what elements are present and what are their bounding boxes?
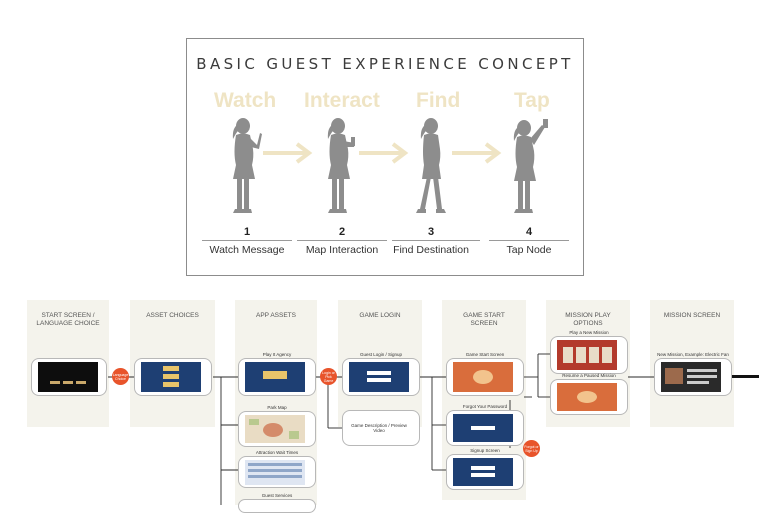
step-label-3: Find Destination (393, 244, 469, 256)
step-number-1: 1 (243, 226, 251, 238)
column-title-mission-screen: MISSION SCREEN (663, 312, 721, 319)
agency-thumbnail (245, 362, 305, 392)
mission-screen-thumbnail (661, 362, 721, 392)
caption-signup: Signup Screen (470, 448, 500, 453)
step-label-1: Watch Message (209, 244, 285, 256)
caption-forgot-password: Forgot Your Password (462, 404, 508, 409)
step-divider (489, 240, 569, 241)
caption-guest-login: Guest Login / Signup (359, 352, 403, 357)
badge-language-choice: Language Choice (112, 368, 129, 385)
phase-watch: Watch (214, 89, 277, 112)
guest-login-thumbnail (349, 362, 409, 392)
caption-game-description: Game Description / Preview Video (351, 423, 407, 433)
arrow-icon (359, 142, 409, 164)
girl-interacting-figure (327, 118, 355, 213)
game-description-phone: Game Description / Preview Video (342, 410, 420, 446)
step-divider (297, 240, 387, 241)
column-title-login: GAME LOGIN (359, 312, 401, 319)
arrow-icon (452, 142, 502, 164)
wait-times-phone (238, 456, 316, 488)
caption-agency: Play It Agency (262, 352, 292, 357)
asset-choices-phone (134, 358, 212, 396)
step-number-3: 3 (427, 226, 435, 238)
signup-phone (446, 454, 524, 490)
signup-thumbnail (453, 458, 513, 486)
phase-interact: Interact (304, 89, 380, 112)
step-number-2: 2 (338, 226, 346, 238)
wait-times-thumbnail (245, 460, 305, 485)
mission-screen-phone (654, 358, 732, 396)
park-map-phone (238, 411, 316, 447)
caption-game-start: Game Start Screen (465, 352, 505, 357)
park-map-thumbnail (245, 415, 305, 443)
caption-new-mission: New Mission, Example: Electric Fan (657, 352, 729, 357)
caption-resume: Resume a Paused Mission (562, 373, 616, 378)
game-start-phone (446, 358, 524, 396)
guest-services-phone (238, 499, 316, 513)
column-title-app-assets: APP ASSETS (256, 312, 296, 319)
forgot-password-thumbnail (453, 414, 513, 442)
step-divider (392, 240, 480, 241)
step-divider (202, 240, 292, 241)
caption-play-new: Play a New Mission (569, 330, 609, 335)
step-label-2: Map Interaction (305, 244, 379, 256)
play-new-thumbnail (557, 340, 617, 370)
agency-phone (238, 358, 316, 396)
asset-choices-thumbnail (141, 362, 201, 392)
guest-login-phone (342, 358, 420, 396)
start-screen-thumbnail (38, 362, 98, 392)
phase-tap: Tap (514, 89, 550, 112)
caption-park-map: Park Map (267, 405, 287, 410)
caption-wait-times: Attraction Wait Times (255, 450, 299, 455)
game-start-thumbnail (453, 362, 513, 392)
step-label-4: Tap Node (506, 244, 552, 256)
phase-find: Find (416, 89, 461, 112)
resume-thumbnail (557, 383, 617, 411)
step-number-4: 4 (525, 226, 533, 238)
column-title-start: START SCREEN /LANGUAGE CHOICE (36, 312, 100, 327)
forgot-password-phone (446, 410, 524, 446)
start-screen-phone (31, 358, 107, 396)
caption-guest-services: Guest Services (261, 493, 293, 498)
badge-login-pick-game: Login or Pick Game (320, 368, 337, 385)
girl-watching-figure (232, 118, 262, 213)
play-new-mission-phone (550, 336, 628, 374)
column-title-assets: ASSET CHOICES (146, 312, 199, 319)
concept-panel: BASIC GUEST EXPERIENCE CONCEPT Watch Int… (186, 38, 584, 276)
resume-mission-phone (550, 379, 628, 415)
badge-forgot-signup: Forgot or Sign Up (523, 440, 540, 457)
arrow-icon (263, 142, 313, 164)
girl-tapping-figure (513, 119, 548, 213)
concept-title: BASIC GUEST EXPERIENCE CONCEPT (196, 55, 574, 73)
girl-finding-figure (416, 118, 446, 213)
